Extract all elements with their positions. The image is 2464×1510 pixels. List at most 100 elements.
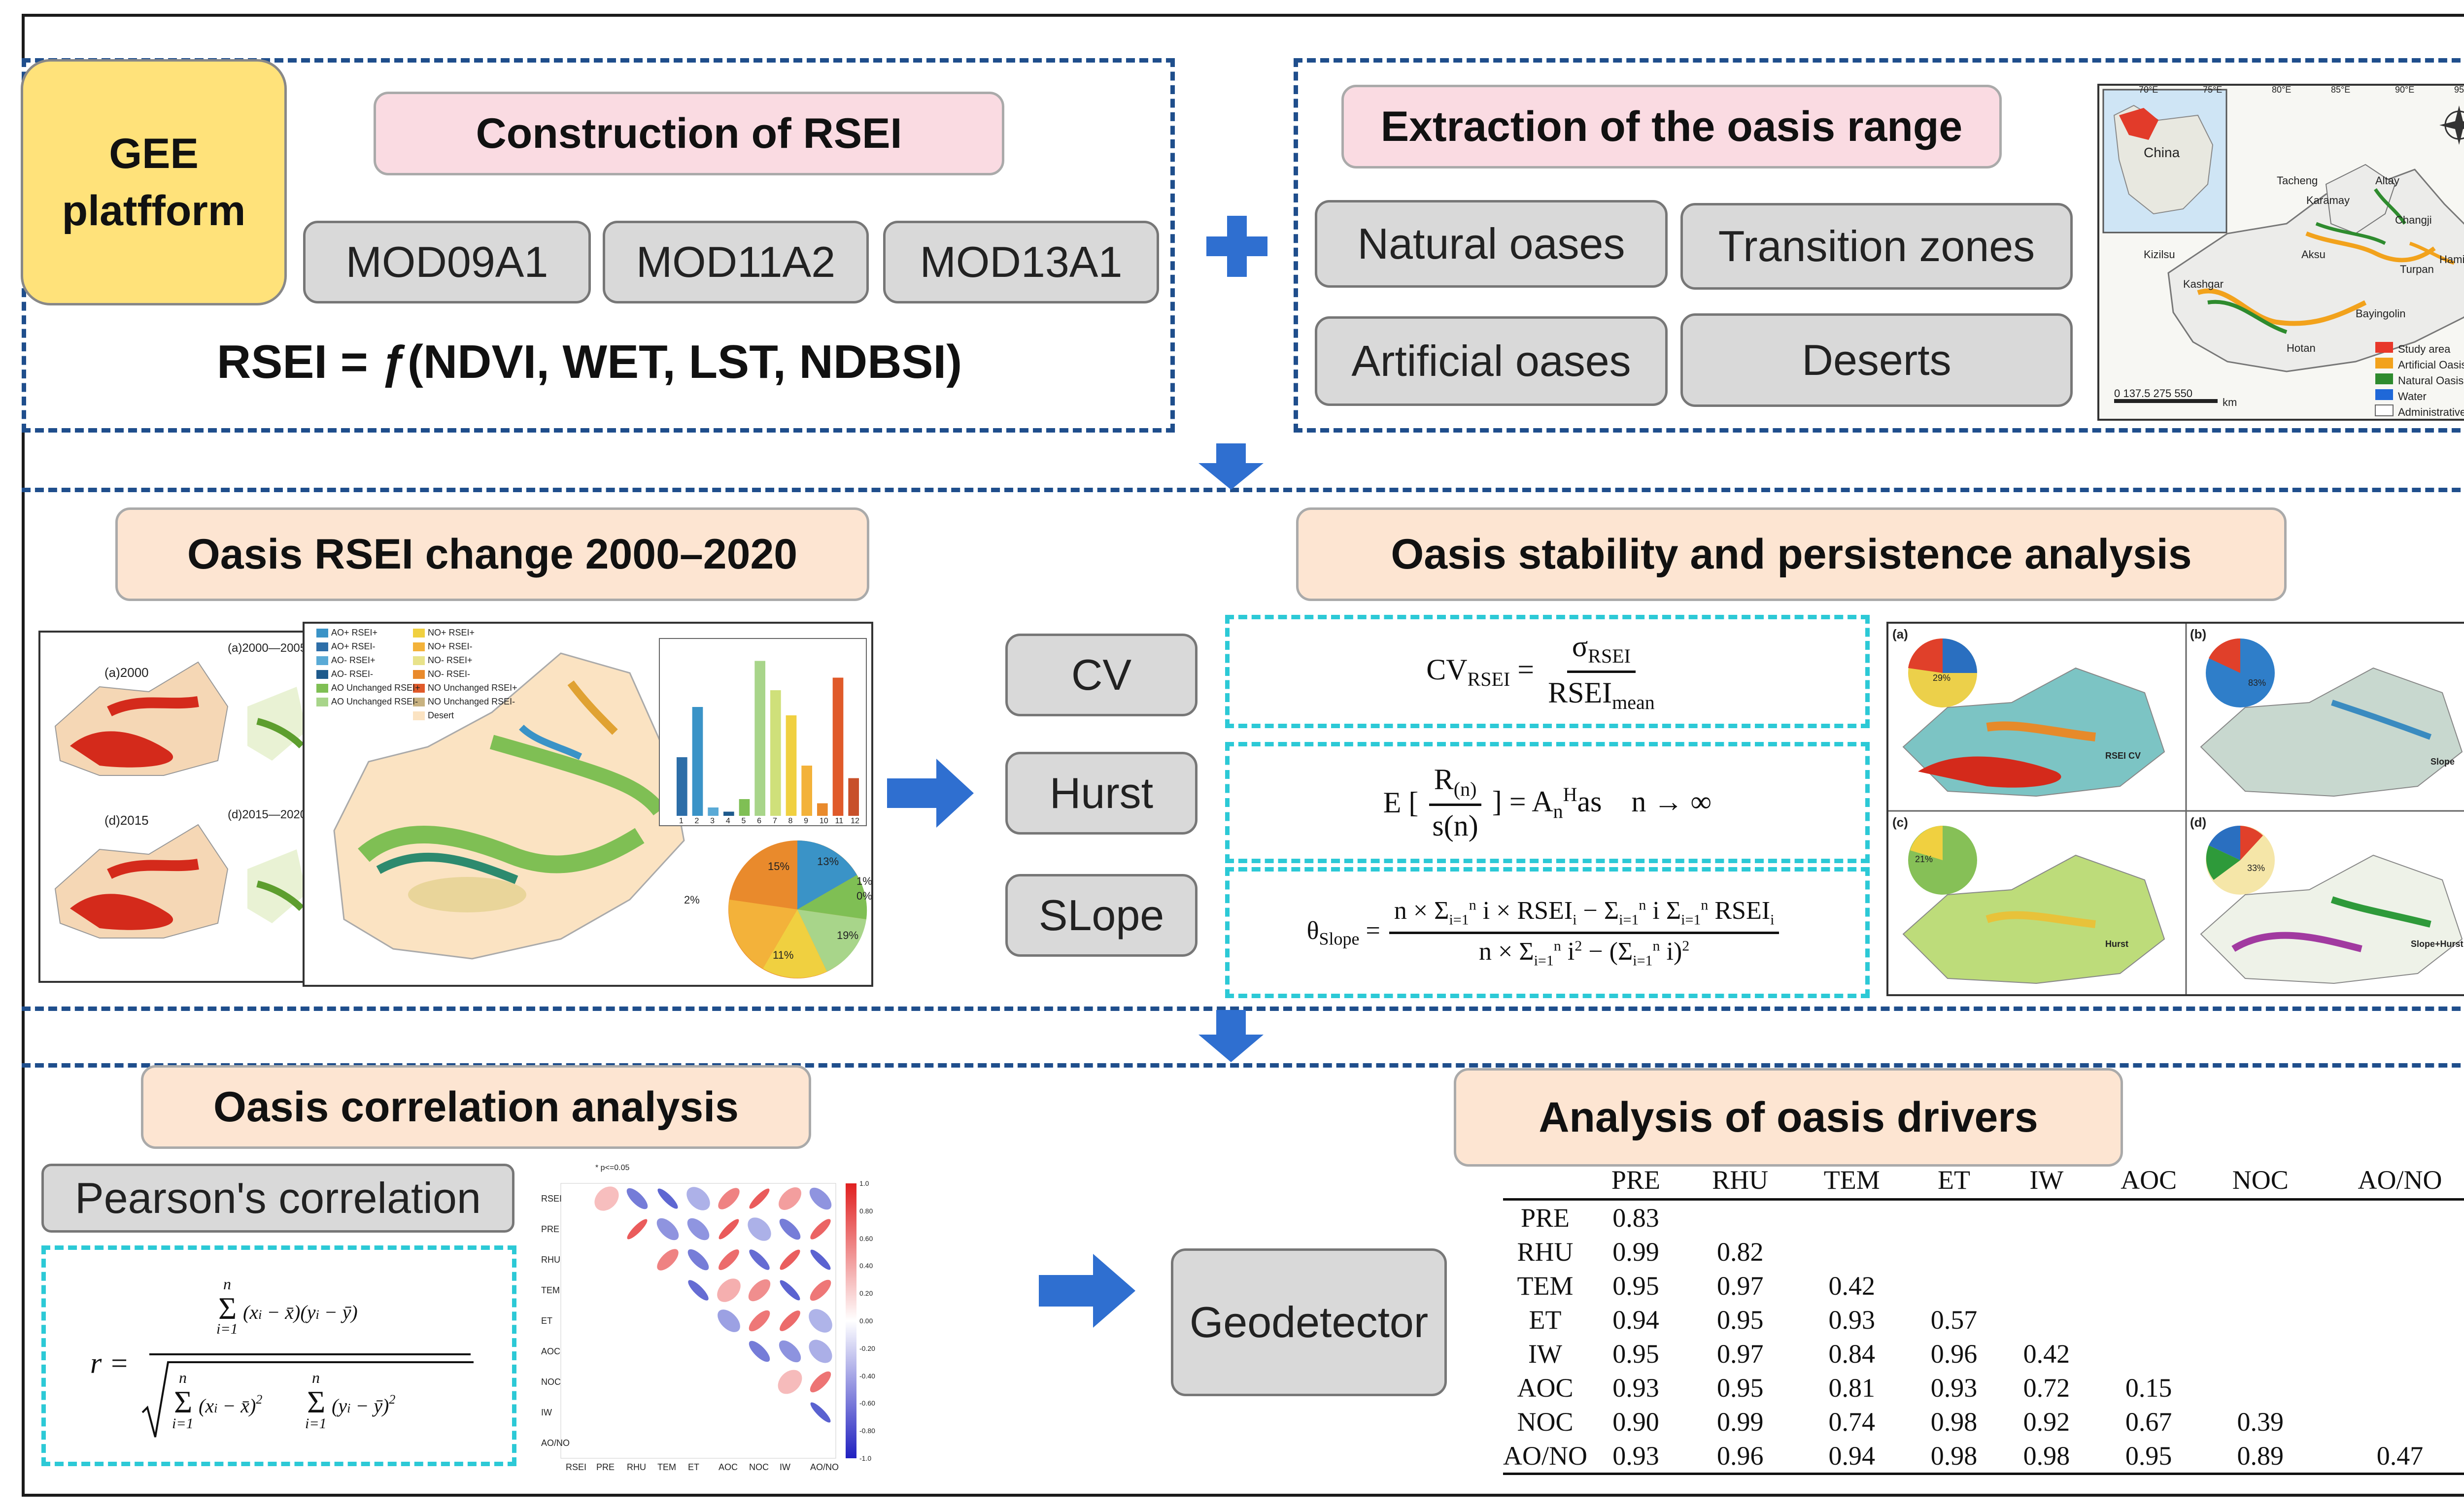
map-legend-boundary: Administrative boundary xyxy=(2398,406,2464,418)
corr-ellipse xyxy=(748,1217,771,1241)
value-cell: 0.95 xyxy=(1612,1339,1659,1369)
value-cell: 0.93 xyxy=(1612,1373,1659,1403)
map-label-hami: Hami xyxy=(2439,253,2464,266)
class-artificial-oases: Artificial oases xyxy=(1315,316,1668,406)
change-legend-12: Desert xyxy=(428,710,454,720)
map-lon-80: 80°E xyxy=(2272,85,2292,95)
map-lon-75: 75°E xyxy=(2203,85,2223,95)
dataset-mod13a1: MOD13A1 xyxy=(883,221,1159,303)
row-label-cell: PRE xyxy=(1520,1203,1570,1233)
map-legend-water: Water xyxy=(2398,390,2427,403)
table-header-row: PRE RHU TEM ET IW AOC NOC AO/NO xyxy=(1503,1161,2464,1201)
svg-text:(xi − x̄)(yi − ȳ): (xi − x̄)(yi − ȳ) xyxy=(243,1301,358,1323)
change-legend-2: AO- RSEI+ xyxy=(331,655,376,665)
panel-label-2015: (d)2015 xyxy=(104,813,149,828)
pearson-box: Pearson's correlation xyxy=(41,1164,514,1233)
pie-label-13pct: 13% xyxy=(817,855,839,868)
value-cell: 0.83 xyxy=(1612,1203,1659,1233)
value-cell xyxy=(1908,1200,2000,1235)
corr-row-label: RHU xyxy=(541,1255,560,1265)
bar-tick-label: 6 xyxy=(757,817,762,825)
geodetector-box: Geodetector xyxy=(1171,1248,1447,1396)
value-cell xyxy=(2204,1200,2316,1235)
value-cell: 0.95 xyxy=(2092,1439,2205,1475)
value-cell xyxy=(1908,1269,2000,1303)
corr-ellipse xyxy=(780,1310,800,1331)
row-label-cell: TEM xyxy=(1517,1271,1574,1301)
rsei-change-title: Oasis RSEI change 2000–2020 xyxy=(115,507,869,601)
corr-ellipse xyxy=(719,1219,739,1240)
corr-ellipse xyxy=(810,1371,831,1393)
value-cell: 0.98 xyxy=(1930,1407,1978,1437)
header-cell: PRE xyxy=(1587,1161,1684,1201)
pie-label-0pct: 0% xyxy=(856,890,872,902)
value-cell xyxy=(2204,1303,2316,1337)
stability-title: Oasis stability and persistence analysis xyxy=(1296,507,2287,601)
svg-text:r =: r = xyxy=(90,1347,129,1379)
row-label-cell: IW xyxy=(1528,1339,1562,1369)
header-cell: NOC xyxy=(2204,1161,2317,1201)
corr-col-label: IW xyxy=(780,1462,790,1472)
value-cell: 0.97 xyxy=(1716,1339,1764,1369)
value-cell: 0.96 xyxy=(1930,1339,1978,1369)
plus-icon xyxy=(1206,216,1267,277)
change-legend-9: NO- RSEI- xyxy=(428,669,471,679)
colorbar-tick: 0.00 xyxy=(859,1317,873,1325)
value-cell xyxy=(1684,1200,1796,1235)
outer-frame xyxy=(22,14,2464,1497)
corr-row-label: NOC xyxy=(541,1377,561,1387)
value-cell: 0.47 xyxy=(2316,1439,2464,1475)
colorbar-tick: 0.80 xyxy=(859,1207,873,1215)
value-cell: 0.42 xyxy=(1828,1271,1876,1301)
svg-text:Σ: Σ xyxy=(218,1291,237,1326)
corr-ellipse xyxy=(687,1218,710,1241)
value-cell xyxy=(2093,1200,2205,1235)
hurst-formula: E [ R(n)s(n) ] = AnHas n → ∞ xyxy=(1225,742,1870,863)
gee-label: GEE platfform xyxy=(62,130,246,235)
value-cell: 0.98 xyxy=(2000,1439,2093,1475)
stability-maps: (a) (b) (c) (d) RSEI CV Slope Hurst Slop… xyxy=(1886,622,2464,996)
header-cell: TEM xyxy=(1796,1161,1908,1201)
svg-text:n: n xyxy=(223,1275,231,1293)
corr-note: * p<=0.05 xyxy=(595,1164,630,1172)
change-legend-10: NO Unchanged RSEI+ xyxy=(428,683,517,693)
svg-text:(xi − x̄)2: (xi − x̄)2 xyxy=(199,1392,262,1417)
value-cell: 0.93 xyxy=(1828,1305,1876,1335)
bar-tick-label: 11 xyxy=(835,817,844,825)
bar-12 xyxy=(848,778,859,816)
value-cell xyxy=(2093,1337,2205,1371)
bar-tick-label: 12 xyxy=(851,817,859,825)
value-cell: 0.57 xyxy=(1930,1305,1978,1335)
colorbar-tick: 0.20 xyxy=(859,1289,873,1298)
value-cell: 0.95 xyxy=(1716,1305,1764,1335)
value-cell: 0.92 xyxy=(2023,1407,2070,1437)
corr-ellipse xyxy=(687,1249,709,1271)
corr-ellipse xyxy=(810,1219,831,1240)
study-area-map: Study area Artificial Oasis Natural Oasi… xyxy=(2097,84,2464,421)
stab-panel-c: (c) xyxy=(1892,815,1908,830)
stab-legend-hurst: Hurst xyxy=(2105,939,2129,949)
bar-11 xyxy=(832,677,844,816)
map-label-kizilsu: Kizilsu xyxy=(2144,248,2175,261)
value-cell xyxy=(2316,1269,2464,1303)
pie-label-15pct: 15% xyxy=(768,860,790,872)
panel-label-2000-2005: (a)2000—2005 xyxy=(228,641,305,655)
panel-label-2000: (a)2000 xyxy=(104,665,149,680)
header-cell: AOC xyxy=(2092,1161,2205,1201)
corr-row-label: AOC xyxy=(541,1346,561,1356)
stab-pct-b: 83% xyxy=(2248,678,2266,688)
bar-7 xyxy=(770,690,781,816)
value-cell: 0.42 xyxy=(2023,1339,2070,1369)
corr-ellipse xyxy=(749,1249,770,1270)
corr-ellipse xyxy=(718,1188,740,1209)
stab-pct-a: 29% xyxy=(1933,673,1951,683)
map-scale: 0 137.5 275 550 xyxy=(2114,387,2193,400)
value-cell xyxy=(2000,1200,2093,1235)
value-cell xyxy=(2204,1269,2316,1303)
method-slope: SLope xyxy=(1005,874,1198,957)
bar-tick-label: 1 xyxy=(679,817,684,825)
panel-label-2015-2020: (d)2015—2020 xyxy=(228,808,305,821)
value-cell: 0.74 xyxy=(1828,1407,1876,1437)
